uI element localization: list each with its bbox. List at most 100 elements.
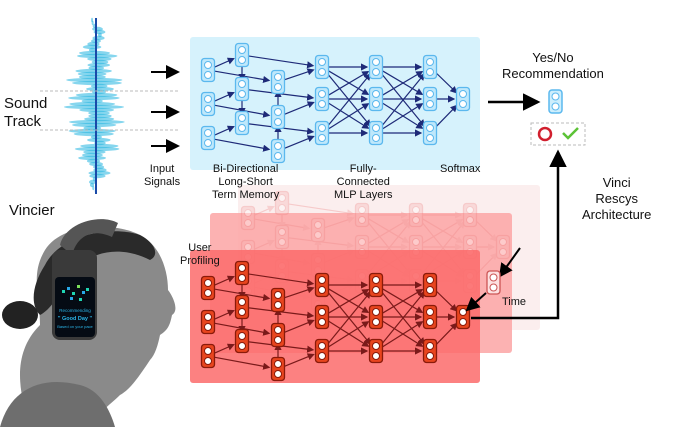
network-edge (214, 125, 235, 136)
network-node (270, 104, 286, 130)
screen-line-2: " Good Day " (58, 316, 93, 322)
blue-network-panel (190, 37, 480, 170)
network-edge (381, 103, 424, 130)
network-node (314, 54, 330, 80)
user-profiling-label: User Profiling (180, 242, 220, 268)
network-node (234, 328, 250, 354)
network-edge (327, 103, 370, 130)
decision-box (530, 122, 586, 146)
network-node (200, 275, 216, 301)
waveform-band (76, 53, 118, 59)
time-arrow (465, 292, 487, 312)
network-edge (325, 291, 372, 346)
network-edge (327, 320, 370, 347)
softmax-label: Softmax (440, 163, 481, 175)
mlp-label-line: Fully- (349, 163, 377, 175)
network-edge (324, 216, 355, 229)
network-node (495, 234, 511, 260)
network-edge (327, 321, 370, 348)
waveform-band (89, 173, 106, 179)
network-edge (284, 101, 315, 115)
output-label: Yes/No Recommendation (502, 50, 604, 82)
time-arrow (498, 247, 521, 278)
output-label-line: Recommendation (502, 66, 604, 81)
screen-visualizer (62, 285, 89, 301)
network-node (200, 57, 216, 83)
network-node (422, 272, 438, 298)
network-edge (327, 102, 370, 129)
network-node (200, 125, 216, 151)
network-edge (474, 219, 498, 242)
network-node (368, 54, 384, 80)
network-edge (327, 70, 370, 96)
network-node (270, 138, 286, 164)
architecture-label-line: Architecture (582, 207, 652, 222)
network-node (422, 338, 438, 364)
waveform-band (91, 20, 94, 26)
network-node (310, 217, 326, 243)
network-edge (325, 73, 372, 128)
blue-network (200, 42, 471, 164)
network-edge (288, 237, 355, 249)
network-node (368, 338, 384, 364)
network-node (462, 202, 478, 228)
sound-track-label-line: Sound (4, 95, 48, 112)
network-node (270, 287, 286, 313)
network-node (234, 260, 250, 286)
network-edge (434, 104, 458, 129)
mlp-label-line: Connected (336, 176, 390, 188)
network-edge (379, 291, 426, 346)
headphone-band (60, 219, 118, 255)
user-with-headphones-image: Recommending " Good Day " Based on your … (0, 219, 176, 427)
user-label: Vincier (9, 202, 55, 219)
network-edge (254, 205, 275, 216)
network-node (270, 322, 286, 348)
feedback-arrow (471, 149, 567, 320)
network-edge (214, 343, 235, 354)
network-node (270, 69, 286, 95)
network-edge (214, 91, 235, 102)
lstm-label-line: Term Memory (212, 189, 280, 201)
red-network-front (200, 260, 471, 382)
network-edge (381, 70, 424, 96)
network-edge (248, 273, 315, 287)
network-edge (421, 218, 464, 244)
network-node (354, 202, 370, 228)
architecture-label-line: Rescys (595, 191, 638, 206)
time-node (486, 270, 501, 295)
waveform-band (71, 122, 117, 128)
network-edge (379, 73, 426, 128)
time-label: Time (502, 296, 527, 308)
network-node (368, 272, 384, 298)
network-edge (248, 55, 315, 69)
network-edge (284, 353, 315, 367)
screen-line-3: Based on your pace (57, 324, 93, 329)
waveform-band (89, 179, 97, 185)
network-node (314, 304, 330, 330)
network-edge (254, 239, 275, 250)
mlp-label-line: MLP Layers (334, 189, 393, 201)
network-node (314, 338, 330, 364)
sound-track-label: Sound Track (4, 95, 47, 131)
network-node (200, 343, 216, 369)
network-node (234, 294, 250, 320)
network-edge (421, 218, 464, 244)
network-node (408, 202, 424, 228)
network-edge (214, 57, 235, 68)
network-node (200, 91, 216, 117)
network-edge (434, 289, 458, 312)
network-node (422, 86, 438, 112)
sound-track-label-line: Track (4, 113, 41, 130)
user-profiling-line: User (188, 242, 212, 254)
network-edge (327, 70, 370, 96)
network-edge (367, 218, 410, 244)
network-node (314, 120, 330, 146)
network-edge (381, 70, 424, 96)
waveform-band (92, 185, 95, 191)
network-node (234, 42, 250, 68)
network-node (274, 224, 290, 250)
network-node (368, 120, 384, 146)
network-node (200, 309, 216, 335)
screen-line-1: Recommending (59, 308, 91, 313)
